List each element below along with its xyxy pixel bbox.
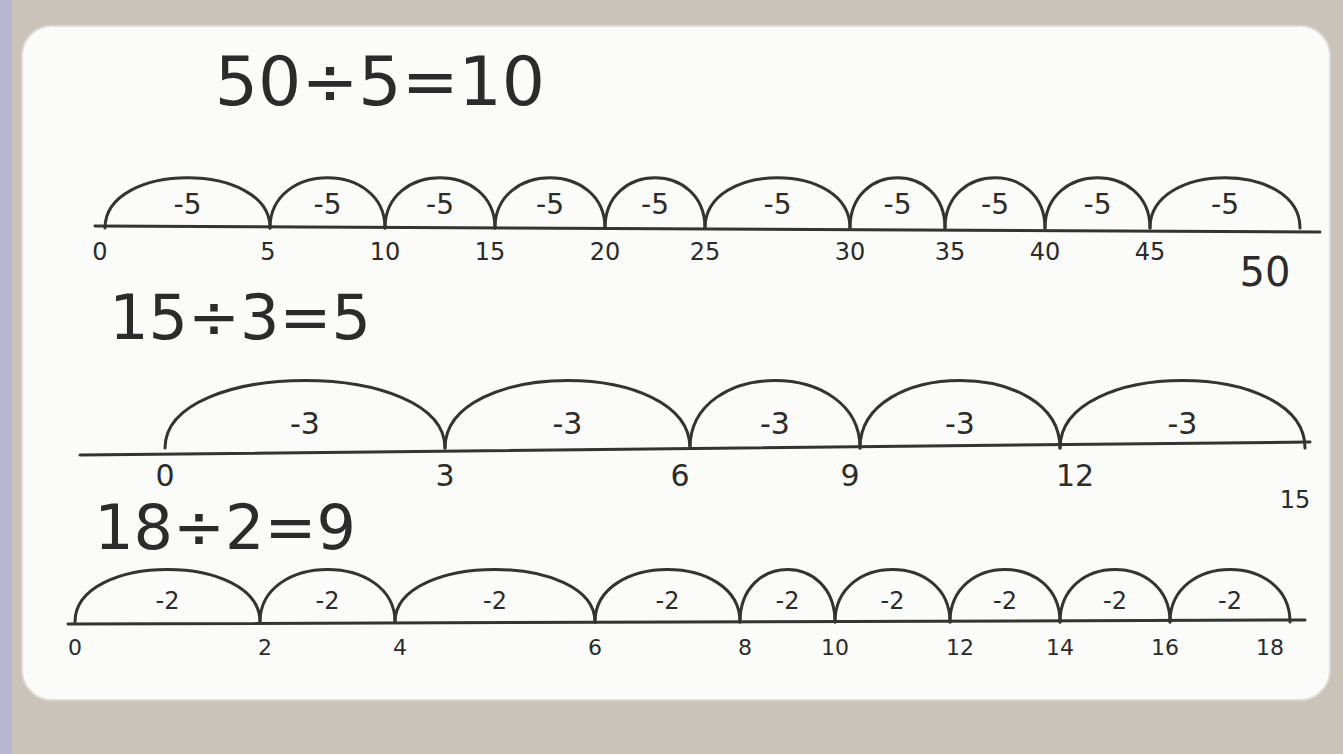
jump-label: -2 <box>483 589 507 613</box>
jump-label: -5 <box>981 191 1009 219</box>
jump-label: -5 <box>1084 191 1112 219</box>
tick-number: 5 <box>260 240 275 264</box>
tick-number: 0 <box>92 240 107 264</box>
jump-label: -5 <box>641 191 669 219</box>
tick-number: 15 <box>1280 488 1311 512</box>
jump-label: -2 <box>881 589 905 613</box>
equation: 15÷3=5 <box>109 287 371 349</box>
tick-number: 10 <box>821 637 849 659</box>
tick-number: 50 <box>1240 252 1291 292</box>
jump-label: -5 <box>884 191 912 219</box>
tick-number: 9 <box>840 461 859 491</box>
tick-number: 25 <box>690 240 721 264</box>
tick-number: 30 <box>835 240 866 264</box>
tick-number: 6 <box>670 461 689 491</box>
tick-number: 35 <box>935 240 966 264</box>
tick-number: 6 <box>588 637 602 659</box>
jump-label: -5 <box>764 191 792 219</box>
jump-label: -5 <box>174 191 202 219</box>
jump-label: -5 <box>426 191 454 219</box>
tick-number: 12 <box>1056 461 1094 491</box>
jump-label: -5 <box>1211 191 1239 219</box>
jump-label: -2 <box>993 589 1017 613</box>
tick-number: 40 <box>1030 240 1061 264</box>
jump-label: -3 <box>760 409 790 439</box>
equation: 18÷2=9 <box>94 497 356 559</box>
tick-number: 14 <box>1046 637 1074 659</box>
jump-label: -3 <box>1168 409 1198 439</box>
tick-number: 20 <box>590 240 621 264</box>
tick-number: 16 <box>1151 637 1179 659</box>
jump-label: -2 <box>1103 589 1127 613</box>
jump-label: -2 <box>156 589 180 613</box>
jump-label: -3 <box>290 409 320 439</box>
tick-number: 0 <box>155 461 174 491</box>
jump-label: -2 <box>316 589 340 613</box>
tick-number: 10 <box>370 240 401 264</box>
tick-number: 0 <box>68 637 82 659</box>
jump-label: -2 <box>1218 589 1242 613</box>
jump-label: -5 <box>536 191 564 219</box>
tick-number: 4 <box>393 637 407 659</box>
jump-label: -3 <box>553 409 583 439</box>
tick-number: 2 <box>258 637 272 659</box>
jump-label: -5 <box>314 191 342 219</box>
tick-number: 45 <box>1135 240 1166 264</box>
jump-label: -3 <box>945 409 975 439</box>
tick-number: 12 <box>946 637 974 659</box>
jump-label: -2 <box>776 589 800 613</box>
jump-label: -2 <box>656 589 680 613</box>
tick-number: 3 <box>435 461 454 491</box>
tick-number: 15 <box>475 240 506 264</box>
equation: 50÷5=10 <box>215 48 545 116</box>
tick-number: 18 <box>1256 637 1284 659</box>
tick-number: 8 <box>738 637 752 659</box>
